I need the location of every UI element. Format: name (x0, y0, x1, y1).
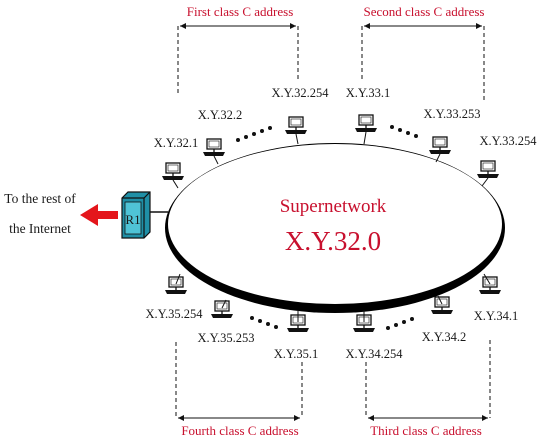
host-label: X.Y.33.1 (346, 86, 391, 100)
ellipsis-dots (390, 125, 418, 138)
first-group-bracket (177, 23, 299, 96)
supernetwork-ring (168, 144, 502, 304)
fourth-group-label: Fourth class C address (181, 423, 298, 438)
internet-label-line2: the Internet (9, 221, 71, 236)
computer-icon (428, 136, 452, 155)
ellipsis-dots (250, 316, 278, 329)
host-label: X.Y.35.1 (274, 347, 319, 361)
fourth-group-bracket (175, 342, 303, 421)
host-label: X.Y.32.1 (154, 136, 199, 150)
first-group-label: First class C address (187, 4, 294, 19)
second-group-label: Second class C address (364, 4, 485, 19)
second-group-bracket (361, 23, 485, 100)
ellipsis-dots (236, 126, 272, 142)
router-r1 (121, 191, 151, 239)
supernetwork-address: X.Y.32.0 (285, 226, 381, 256)
internet-label-line1: To the rest of (4, 191, 76, 206)
third-group-label: Third class C address (370, 423, 482, 438)
computer-icon (354, 114, 378, 133)
computer-icon (430, 296, 454, 315)
computer-icon (161, 162, 185, 181)
host-label: X.Y.35.254 (145, 307, 203, 321)
computer-icon (284, 116, 308, 135)
computer-icon (478, 276, 502, 295)
host-label: X.Y.35.253 (197, 331, 254, 345)
host-label: X.Y.32.2 (198, 108, 243, 122)
host-label: X.Y.33.254 (479, 134, 537, 148)
third-group-bracket (365, 340, 491, 421)
host-label: X.Y.34.254 (345, 347, 403, 361)
host-label: X.Y.34.1 (474, 309, 519, 323)
host-label: X.Y.34.2 (422, 330, 467, 344)
internet-arrow-icon (80, 204, 118, 226)
computer-icon (476, 160, 500, 179)
computer-icon (210, 300, 234, 319)
computer-icon (164, 276, 188, 295)
ellipsis-dots (386, 317, 414, 330)
supernetwork-name: Supernetwork (280, 196, 387, 217)
computer-icon (202, 138, 226, 157)
router-label: R1 (125, 212, 140, 227)
host-label: X.Y.32.254 (271, 86, 329, 100)
host-label: X.Y.33.253 (423, 107, 480, 121)
